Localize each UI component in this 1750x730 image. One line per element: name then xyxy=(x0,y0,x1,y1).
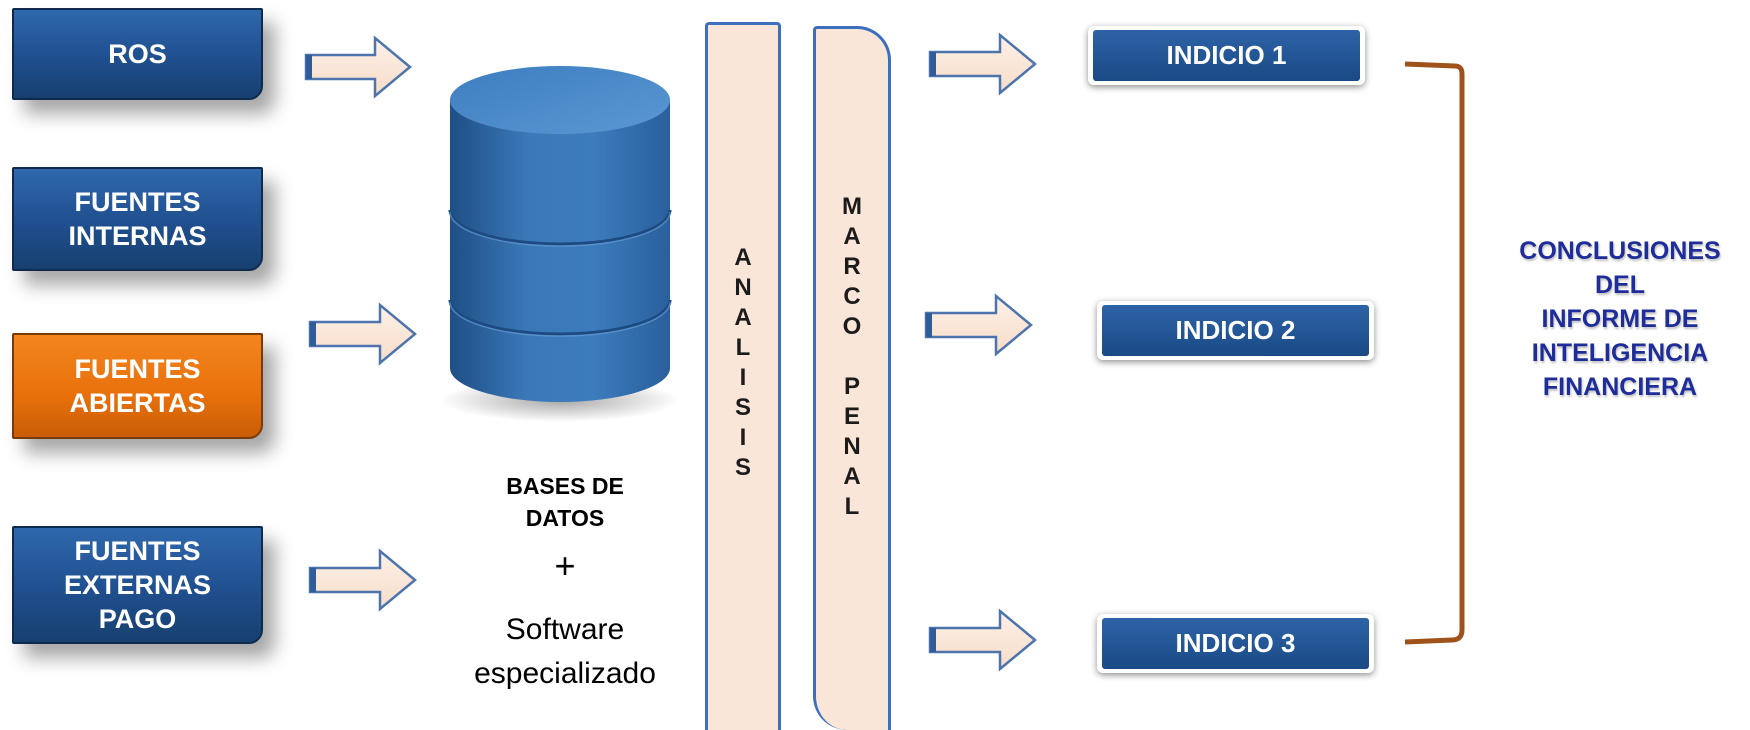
arrow-externas-to-db xyxy=(308,548,417,612)
marco-letter: O xyxy=(842,313,862,340)
arrow-to-indicio-2 xyxy=(924,293,1033,357)
marco-letter: R xyxy=(843,253,861,280)
conclusion-line: INFORME DE xyxy=(1541,305,1699,333)
marco-penal-column: M A R C O P E N A L xyxy=(813,26,891,730)
database-cylinder-icon xyxy=(440,66,680,422)
arrow-to-indicio-3 xyxy=(928,608,1037,672)
analysis-column: A N A L I S I S xyxy=(705,22,781,730)
indicio-2-label: INDICIO 2 xyxy=(1102,305,1369,356)
plus-sign: + xyxy=(554,545,576,586)
marco-letter: A xyxy=(843,463,861,490)
marco-letter: N xyxy=(843,433,861,460)
source-label: ROS xyxy=(108,39,167,69)
analysis-letter: I xyxy=(739,364,747,391)
marco-letter: P xyxy=(843,373,860,400)
source-label: FUENTES ABIERTAS xyxy=(69,354,206,418)
marco-letter: L xyxy=(844,493,860,520)
analysis-letter: S xyxy=(734,394,751,421)
database-label-line2: DATOS xyxy=(525,505,605,531)
marco-letter: C xyxy=(843,283,861,310)
analysis-letter: N xyxy=(734,274,752,301)
marco-letter: A xyxy=(843,223,861,250)
arrow-abiertas-to-db xyxy=(308,302,417,366)
arrow-ros-to-db xyxy=(304,35,412,99)
analysis-letter: L xyxy=(735,334,751,361)
source-box-ros: ROS xyxy=(12,8,263,100)
software-label: Software especializado xyxy=(430,608,700,696)
arrow-to-indicio-1 xyxy=(928,32,1037,96)
database-label: BASES DE DATOS xyxy=(455,470,675,534)
database-label-line1: BASES DE xyxy=(506,473,624,499)
indicio-1-label: INDICIO 1 xyxy=(1093,30,1360,81)
indicio-1-box: INDICIO 1 xyxy=(1088,26,1365,85)
source-box-externas-pago: FUENTES EXTERNAS PAGO xyxy=(12,526,263,644)
conclusion-line: FINANCIERA xyxy=(1542,373,1698,401)
conclusion-line: INTELIGENCIA xyxy=(1531,339,1709,367)
marco-letter: E xyxy=(843,403,860,430)
indicio-3-label: INDICIO 3 xyxy=(1102,618,1369,669)
analysis-letter: A xyxy=(734,244,752,271)
source-box-internas: FUENTES INTERNAS xyxy=(12,167,263,271)
source-box-abiertas: FUENTES ABIERTAS xyxy=(12,333,263,439)
indicios-bracket xyxy=(1404,61,1465,645)
conclusion-text: CONCLUSIONES DEL INFORME DE INTELIGENCIA… xyxy=(1490,234,1750,404)
analysis-column-text: A N A L I S I S xyxy=(708,243,778,483)
source-label: FUENTES INTERNAS xyxy=(68,187,207,251)
analysis-letter: A xyxy=(734,304,752,331)
conclusion-line: CONCLUSIONES xyxy=(1519,237,1721,265)
indicio-3-box: INDICIO 3 xyxy=(1097,614,1374,673)
marco-letter: M xyxy=(842,193,862,220)
conclusion-line: DEL xyxy=(1595,271,1645,299)
software-label-line1: Software xyxy=(505,613,625,646)
analysis-letter: I xyxy=(739,424,747,451)
indicio-2-box: INDICIO 2 xyxy=(1097,301,1374,360)
source-label: FUENTES EXTERNAS PAGO xyxy=(63,536,212,634)
software-label-line2: especializado xyxy=(474,657,656,690)
analysis-letter: S xyxy=(734,454,751,481)
marco-penal-column-text: M A R C O P E N A L xyxy=(816,192,888,522)
